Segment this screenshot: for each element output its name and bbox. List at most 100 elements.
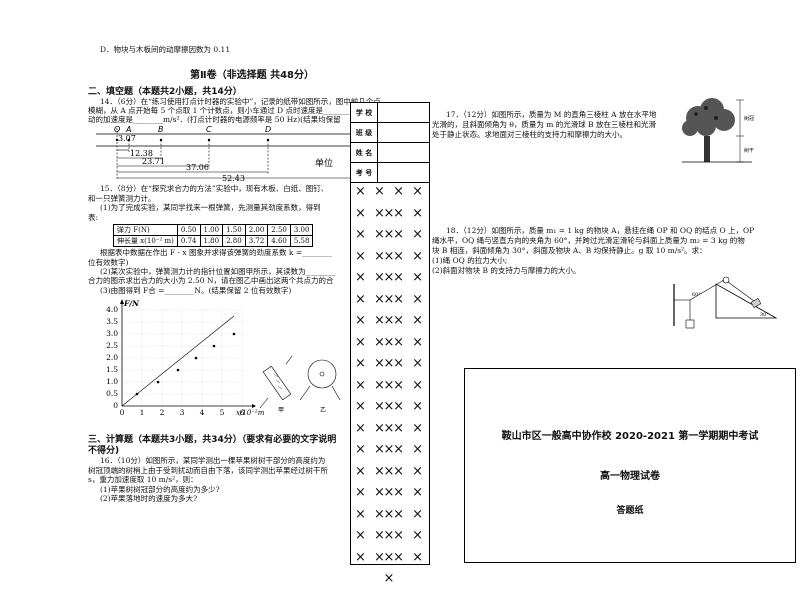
tree-trunk-label: 树干	[744, 147, 754, 154]
tape-point-c: C	[206, 125, 212, 134]
angle-60-label: 60°	[692, 292, 701, 298]
cross-row: × × × × ×	[355, 248, 425, 286]
pulley-incline-figure: 60° 30°	[673, 276, 778, 329]
cross-row: × × × × ×	[355, 399, 425, 436]
y-tick: 2.0	[106, 353, 118, 362]
q17-line3: 处于静止状态。求地面对三棱柱的支持力和摩擦力的大小。	[432, 130, 627, 139]
class-field[interactable]	[378, 123, 429, 142]
cross-row: × × × × ×	[355, 184, 425, 221]
info-label-id: 考 号	[351, 163, 378, 182]
calc-heading: 三、计算题（本题共3小题，共34分）（要求有必要的文字说明	[88, 435, 337, 445]
x-tick: 6	[240, 408, 245, 417]
cross-row: × × × × ×	[355, 291, 425, 329]
x-tick: 4	[200, 408, 205, 417]
force-extension-graph: 0 0.5 1.0 1.5 2.0 2.5 3.0 3.5 4.0 0 1 2 …	[106, 299, 265, 417]
name-field[interactable]	[378, 143, 429, 162]
seal-line-crosses: × × × × × × × × × × × × × × × × × × × × …	[351, 181, 429, 586]
cross-row: × × × × ×	[355, 227, 425, 264]
distance-oc: 23.71	[142, 157, 165, 166]
exam-school-title: 鞍山市区一般高中协作校 2020-2021 第一学期期中考试	[501, 431, 759, 442]
table-cell: 0.74	[176, 235, 201, 247]
fig-jia-label: 甲	[278, 407, 284, 414]
table-cell: 5.58	[289, 235, 314, 247]
table-cell: 2.80	[222, 235, 246, 247]
q16-line1: 16．（10分）如图所示，某同学测出一棵苹果树树干部分的高度约为	[100, 456, 326, 465]
cross-row: × × × × ×	[355, 270, 425, 307]
table-cell: 1.50	[222, 224, 246, 236]
q15-line2: 和一只弹簧测力计。	[88, 194, 156, 203]
y-tick: 0	[113, 401, 118, 410]
q15-sub3: (3)由图得到 F合 =________N。(结果保留 2 位有效数字)	[100, 286, 292, 295]
cross-row: × × × × ×	[355, 334, 425, 372]
y-tick: 1.5	[106, 365, 118, 374]
tape-point-d: D	[265, 125, 271, 134]
cross-row: × × × × ×	[355, 463, 425, 501]
angle-30-label: 30°	[760, 312, 769, 318]
q14-line1: 14．（6分）在“练习使用打点计时器的实验中”，记录的纸带如图所示，图中前几个点	[100, 97, 381, 106]
info-row-school: 学 校	[351, 103, 429, 123]
y-tick: 1.0	[106, 377, 118, 386]
cross-row: × × × × ×	[355, 506, 425, 544]
cross-row: × × × × ×	[355, 313, 425, 350]
q18-sub2: (2)斜面对物块 B 的支持力与摩擦力的大小。	[432, 266, 581, 275]
distance-ob: 12.38	[130, 149, 153, 158]
y-tick: 0.5	[106, 389, 118, 398]
spring-balance-figures: 甲 乙	[259, 355, 341, 414]
paper-tape-figure: O A B C D 3.07 12.38 23.71 37.06 52.43	[96, 125, 353, 182]
q16-sub1: (1)苹果树树冠部分的高度约为多少?	[100, 485, 220, 494]
tape-point-b: B	[158, 125, 164, 134]
q18-line2: 绳水平，OQ 绳与竖直方向的夹角为 60°，并跨过光滑定滑轮与斜面上质量为 m₂…	[432, 236, 745, 245]
cross-row: × × × × ×	[355, 377, 425, 415]
q18-line1: 18．（12分）如图所示，质量 m₁ = 1 kg 的物块 A，悬挂在绳 OP …	[446, 226, 755, 235]
section2-title: 第Ⅱ卷（非选择题 共48分）	[190, 70, 314, 81]
cross-row: × × × × ×	[355, 442, 425, 479]
table-row: 伸长量 x(10⁻² m) 0.74 1.80 2.80 3.72 4.60 5…	[113, 235, 314, 247]
x-tick: 2	[160, 408, 165, 417]
x-tick: 1	[140, 408, 145, 417]
q15-line1: 15．（8分）在“探究求合力的方法”实验中，现有木板、白纸、图钉、	[100, 184, 329, 193]
y-tick: 3.0	[106, 329, 118, 338]
q16-line3: s，重力加速度取 10 m/s²，则：	[88, 475, 198, 484]
x-tick: 5	[220, 408, 225, 417]
option-d-text: D．物块与木板间的动摩擦因数为 0.11	[100, 45, 231, 54]
tape-unit-label: 单位	[315, 159, 334, 169]
q14-line3: 动的加速度是________m/s²．(打点计时器的电源频率是 50 Hz)(结…	[88, 115, 341, 124]
exam-number-field[interactable]	[378, 163, 429, 182]
info-label-class: 班 级	[351, 123, 378, 142]
fig-yi-label: 乙	[320, 407, 326, 414]
info-row-id: 考 号	[351, 163, 429, 183]
table-cell: 3.72	[244, 235, 269, 247]
cross-row: × × × × ×	[355, 420, 425, 458]
cross-row: × × × × ×	[355, 528, 425, 565]
table-cell: 2.00	[244, 224, 269, 236]
info-label-school: 学 校	[351, 103, 378, 122]
q18-line3: 块 B 相连，斜面倾角为 30°，斜面及物块 A、B 均保持静止。g 取 10 …	[432, 246, 707, 255]
table-cell: 3.00	[289, 224, 314, 236]
x-tick: 3	[180, 408, 185, 417]
table-cell: 1.00	[199, 224, 224, 236]
y-tick: 3.5	[106, 317, 118, 326]
answer-sheet-cover: 鞍山市区一般高中协作校 2020-2021 第一学期期中考试 高一物理试卷 答题…	[464, 368, 796, 563]
table-cell: 0.50	[176, 224, 201, 236]
table-row1-label: 弹力 F(N)	[113, 224, 178, 236]
tree-crown-label: 树冠	[744, 115, 754, 122]
graph-x-label: x/10⁻²m	[236, 409, 265, 417]
cross-row: × × × × ×	[355, 356, 425, 393]
q15-after2: 位有效数字)	[88, 258, 129, 267]
cross-row: × × × × ×	[355, 485, 425, 522]
y-tick: 4.0	[106, 305, 118, 314]
q15-line3: 表:	[88, 213, 99, 222]
distance-oa: 3.07	[118, 134, 136, 143]
q17-line1: 17．（12分）如图所示，质量为 M 的直角三棱柱 A 放在水平地	[446, 110, 657, 119]
exam-subject-title: 高一物理试卷	[600, 471, 660, 482]
fill-in-heading: 二、填空题（本题共2小题，共14分）	[88, 87, 242, 97]
q16-sub2: (2)苹果落地时的速度为多大?	[100, 494, 198, 503]
tape-point-a: A	[125, 125, 131, 134]
q15-sub1: (1)为了完成实验，某同学找来一根弹簧，先测量其劲度系数，得到	[100, 203, 321, 212]
distance-od: 37.06	[186, 163, 209, 172]
q18-sub1: (1)绳 OQ 的拉力大小;	[432, 256, 508, 265]
school-field[interactable]	[378, 103, 429, 122]
table-cell: 1.80	[199, 235, 224, 247]
info-row-class: 班 级	[351, 123, 429, 143]
q16-line2: 树冠顶端的树梢上由于受到扰动而自由下落，该同学测出苹果经过树干所	[88, 466, 328, 475]
